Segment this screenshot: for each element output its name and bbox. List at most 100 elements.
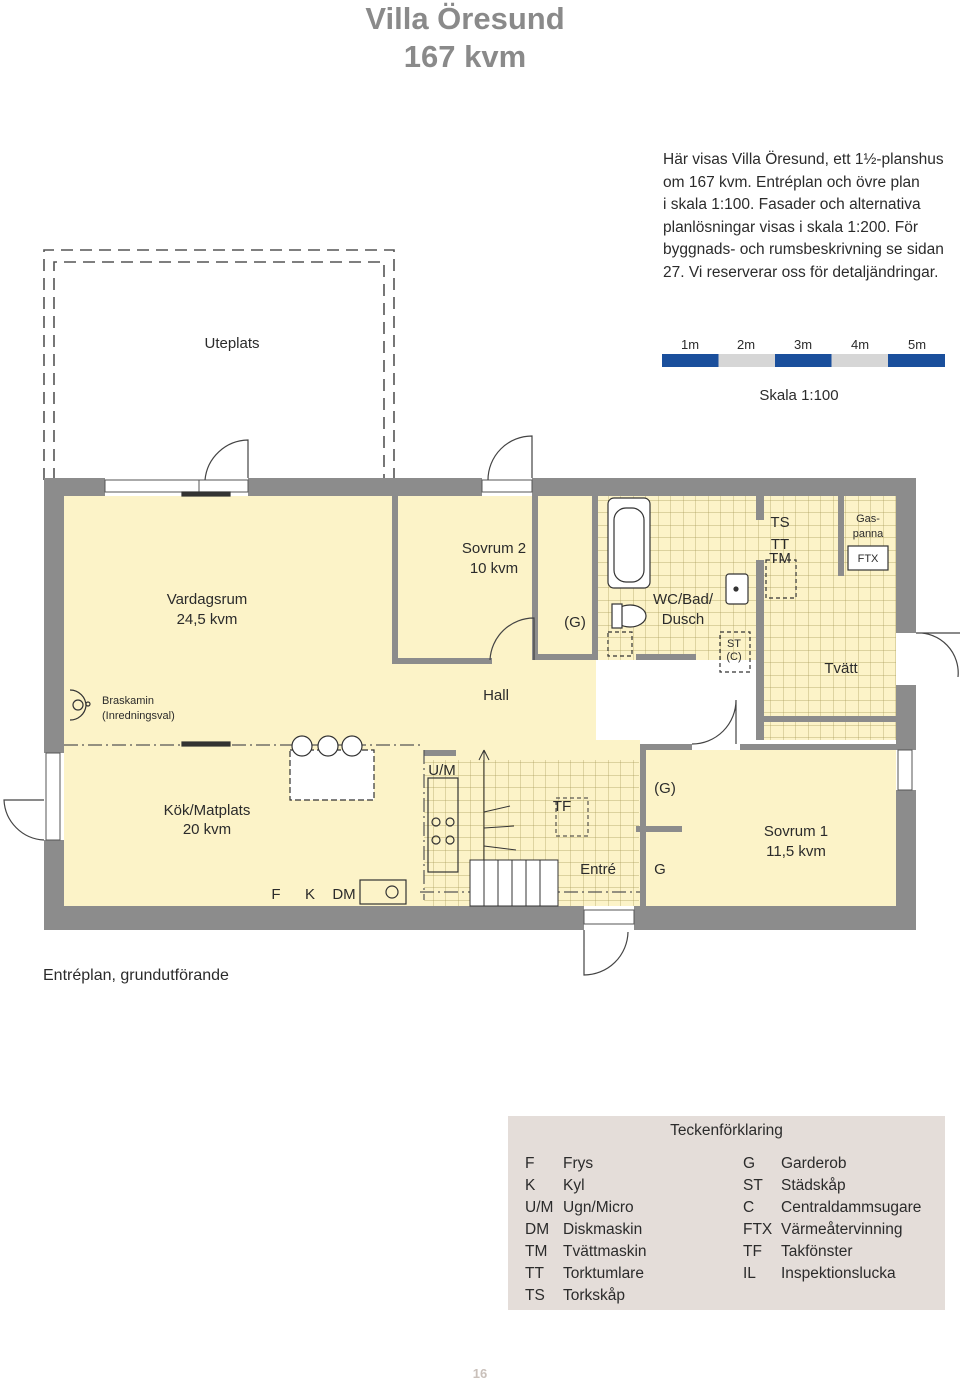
intro-line: om 167 kvm. Entréplan och övre plan	[663, 173, 920, 191]
interior-walls	[392, 496, 896, 906]
legend-text: Tvättmaskin	[563, 1243, 647, 1260]
scale-tick: 2m	[737, 337, 755, 352]
legend-text: Diskmaskin	[563, 1221, 643, 1238]
legend-item: G Garderob	[743, 1153, 846, 1175]
legend-abbr: C	[743, 1199, 755, 1216]
label-braskamin: Braskamin	[102, 695, 154, 707]
legend-text: Centraldammsugare	[781, 1199, 922, 1216]
label-tm: TM	[769, 550, 791, 567]
legend-item: F Frys	[525, 1153, 593, 1175]
legend-item: K Kyl	[525, 1175, 585, 1197]
floors	[64, 496, 896, 906]
scale-tick: 4m	[851, 337, 869, 352]
label-sovrum1-area: 11,5 kvm	[766, 843, 826, 860]
legend-abbr: F	[525, 1155, 535, 1172]
plan-caption: Entréplan, grundutförande	[43, 967, 229, 984]
label-ts: TS	[770, 514, 789, 531]
intro-line: i skala 1:100. Fasader och alternativa	[663, 196, 921, 213]
scale-tick: 3m	[794, 337, 812, 352]
legend-item: C Centraldammsugare	[743, 1197, 921, 1219]
legend-item: TM Tvättmaskin	[525, 1241, 647, 1263]
intro-line: 27. Vi reserverar oss för detaljändringa…	[663, 263, 939, 281]
label-tvatt: Tvätt	[824, 660, 858, 677]
label-c: (C)	[726, 651, 741, 663]
label-sovrum2: Sovrum 2	[462, 540, 526, 557]
label-frys: F	[271, 886, 280, 903]
label-tt: TT	[771, 536, 789, 553]
patio-outline	[43, 249, 395, 480]
intro-line: Här visas Villa Öresund, ett 1½-planshus	[663, 151, 944, 168]
label-gas2: panna	[853, 528, 884, 540]
legend-abbr: TT	[525, 1265, 544, 1282]
scale-tick: 1m	[681, 337, 699, 352]
legend-text: Inspektionslucka	[781, 1265, 896, 1282]
windows	[45, 479, 913, 925]
label-diskmaskin: DM	[332, 886, 355, 903]
legend-abbr: FTX	[743, 1221, 773, 1238]
label-entre: Entré	[580, 861, 616, 878]
legend-abbr: TS	[525, 1287, 545, 1304]
label-um: U/M	[428, 762, 456, 779]
label-vardagsrum: Vardagsrum	[167, 591, 248, 608]
label-gas1: Gas-	[856, 513, 880, 525]
legend-text: Torkskåp	[563, 1287, 626, 1304]
legend-text: Garderob	[781, 1155, 847, 1172]
label-wc-2: Dusch	[662, 611, 705, 628]
legend-item: U/M Ugn/Micro	[525, 1197, 634, 1219]
scale-label: Skala 1:100	[759, 387, 838, 404]
label-st: ST	[727, 638, 741, 650]
label-garderob-2: (G)	[654, 780, 676, 797]
page-title: Villa Öresund	[365, 1, 565, 36]
label-braskamin-note: (Inredningsval)	[102, 710, 175, 722]
bathroom-fixtures	[607, 497, 889, 673]
page-subtitle: 167 kvm	[403, 39, 527, 74]
label-garderob-1: (G)	[564, 614, 586, 631]
room-labels: Uteplats Vardagsrum 24,5 kvm Sovrum 2 10…	[102, 335, 884, 903]
legend-item: TF Takfönster	[743, 1241, 853, 1263]
legend-text: Värmeåtervinning	[781, 1221, 903, 1238]
scale-labels: 1m 2m 3m 4m 5m Skala 1:100	[681, 337, 926, 404]
legend-title: Teckenförklaring	[670, 1122, 783, 1139]
legend-text: Takfönster	[781, 1243, 853, 1260]
intro-text: Här visas Villa Öresund, ett 1½-planshus…	[663, 149, 953, 284]
page-number: 16	[472, 1366, 488, 1381]
label-garderob-3: G	[654, 861, 666, 878]
legend-abbr: TM	[525, 1243, 548, 1260]
label-ftx: FTX	[858, 553, 879, 565]
legend-text: Kyl	[563, 1177, 585, 1194]
fireplace	[69, 689, 91, 721]
legend-abbr: G	[743, 1155, 756, 1172]
label-uteplats: Uteplats	[204, 335, 259, 352]
legend-abbr: TF	[743, 1243, 762, 1260]
label-kok-area: 20 kvm	[183, 821, 231, 838]
scale-bar	[662, 354, 945, 367]
legend-abbr: U/M	[525, 1199, 554, 1216]
doors	[3, 435, 960, 976]
label-kyl: K	[305, 886, 315, 903]
legend-abbr: DM	[525, 1221, 550, 1238]
intro-line: byggnads- och rumsbeskrivning se sidan	[663, 241, 944, 258]
kitchen-fixtures	[181, 491, 459, 905]
legend-item: FTX Värmeåtervinning	[743, 1219, 902, 1241]
staircase	[469, 749, 589, 907]
legend-text: Ugn/Micro	[563, 1199, 634, 1216]
legend-item: IL Inspektionslucka	[743, 1263, 896, 1285]
legend-text: Städskåp	[781, 1177, 846, 1194]
intro-line: planlösningar visas i skala 1:200. För	[663, 218, 919, 236]
legend-box: Teckenförklaring F Frys K Kyl U/M Ugn/Micro…	[508, 1116, 945, 1310]
legend-item: TS Torkskåp	[525, 1285, 625, 1307]
scale-tick: 5m	[908, 337, 926, 352]
label-kok: Kök/Matplats	[164, 802, 251, 819]
label-hall: Hall	[483, 687, 509, 704]
label-sovrum1: Sovrum 1	[764, 823, 828, 840]
label-vardagsrum-area: 24,5 kvm	[177, 611, 238, 628]
legend-item: DM Diskmaskin	[525, 1219, 642, 1241]
label-tf: TF	[553, 798, 571, 815]
legend-abbr: IL	[743, 1265, 756, 1282]
legend-text: Frys	[563, 1155, 594, 1172]
exterior-walls	[44, 478, 916, 930]
legend-abbr: K	[525, 1177, 536, 1194]
